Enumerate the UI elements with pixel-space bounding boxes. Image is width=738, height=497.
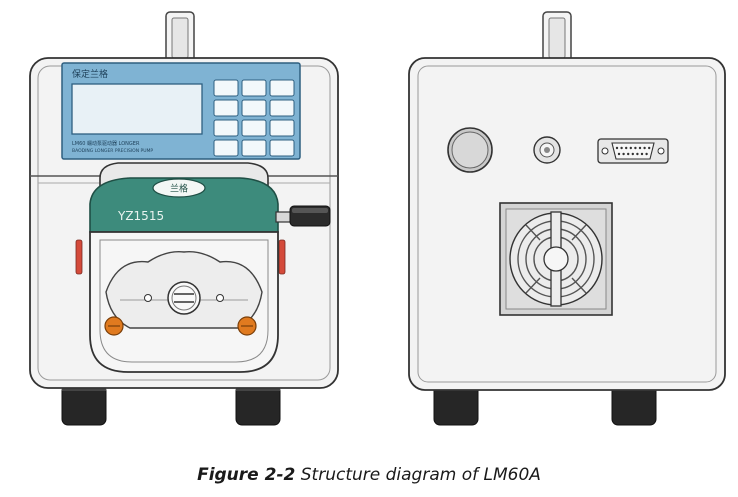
db15-pin — [620, 146, 623, 150]
keypad-key — [241, 139, 267, 157]
db15-pin — [617, 152, 621, 156]
db15-pin — [615, 146, 619, 150]
figure-caption: Figure 2-2 Structure diagram of LM60A — [0, 460, 738, 490]
pump-head-lever — [275, 205, 331, 227]
front-view: 保定兰格 LM60 蠕动泵驱动器 LONGER BAODING LONGER P… — [29, 11, 339, 426]
figure-title: Structure diagram of LM60A — [300, 465, 541, 485]
keypad-key — [269, 99, 295, 117]
pump-head-badge-text: 兰格 — [170, 183, 188, 195]
structure-diagram: 保定兰格 LM60 蠕动泵驱动器 LONGER BAODING LONGER P… — [29, 11, 726, 426]
front-foot-left — [61, 384, 107, 426]
panel-title: 保定兰格 — [72, 68, 108, 80]
lcd-display — [71, 83, 203, 135]
db15-connector — [597, 138, 669, 164]
keypad-key — [269, 119, 295, 137]
db15-pin — [634, 146, 637, 150]
rear-handle — [542, 11, 572, 63]
rear-view — [408, 11, 726, 426]
keypad-key — [241, 79, 267, 97]
keypad — [213, 79, 295, 157]
front-foot-right — [235, 384, 281, 426]
screw-right — [216, 294, 224, 302]
db15-pin — [648, 146, 651, 150]
screw-left — [144, 294, 152, 302]
center-knob — [167, 281, 201, 315]
db15-pin — [631, 152, 634, 156]
pump-head-model: YZ1515 — [117, 209, 164, 223]
cooling-fan — [499, 202, 613, 316]
keypad-key — [241, 119, 267, 137]
keypad-key — [213, 99, 239, 117]
db15-pin — [636, 152, 639, 156]
pump-head: 兰格 YZ1515 — [89, 162, 331, 373]
left-red-indicator — [75, 239, 83, 275]
db15-pin — [627, 152, 630, 156]
keypad-key — [269, 139, 295, 157]
db15-pin — [640, 152, 644, 156]
power-socket — [447, 127, 493, 173]
pump-head-cover — [89, 177, 279, 233]
control-panel: 保定兰格 LM60 蠕动泵驱动器 LONGER BAODING LONGER P… — [61, 62, 301, 160]
keypad-key — [269, 79, 295, 97]
keypad-key — [213, 79, 239, 97]
right-red-indicator — [278, 239, 286, 275]
figure-label: Figure 2-2 — [197, 465, 296, 485]
db15-pin — [622, 152, 625, 156]
db15-pin — [638, 146, 642, 150]
pump-head-badge — [152, 178, 206, 198]
panel-small-line-2: BAODING LONGER PRECISION PUMP — [72, 148, 153, 154]
db15-pin — [629, 146, 632, 150]
keypad-key — [213, 119, 239, 137]
db15-pins — [615, 146, 651, 156]
db15-pin — [645, 152, 648, 156]
panel-small-line-1: LM60 蠕动泵驱动器 LONGER — [72, 140, 140, 147]
db15-pin — [643, 146, 646, 150]
keypad-key — [213, 139, 239, 157]
rear-foot-left — [433, 384, 479, 426]
rear-foot-right — [611, 384, 657, 426]
fuse-holder — [533, 136, 561, 164]
keypad-key — [241, 99, 267, 117]
front-handle — [165, 11, 195, 63]
db15-pin — [625, 146, 628, 150]
